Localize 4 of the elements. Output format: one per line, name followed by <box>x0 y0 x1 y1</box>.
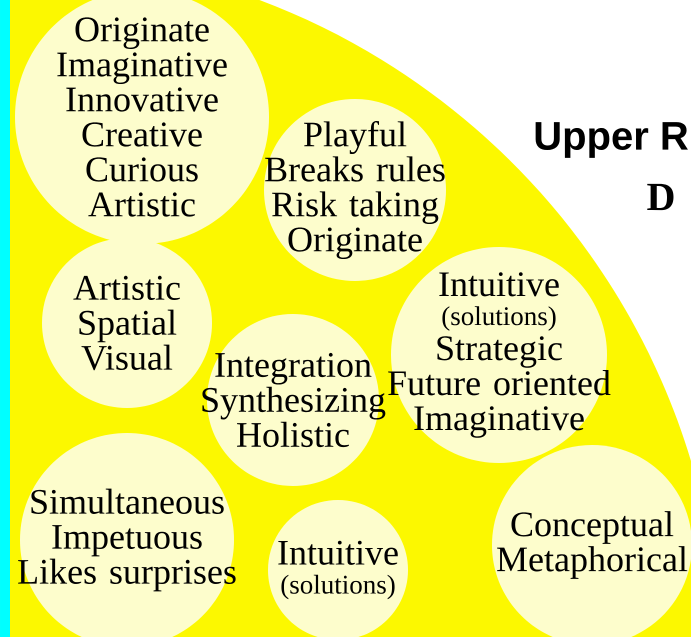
trait-bubble: Conceptual Metaphorical <box>492 445 691 637</box>
quadrant-title: Upper R <box>536 122 688 158</box>
trait-bubble: Intuitive (solutions) <box>268 500 408 637</box>
quadrant-letter: D <box>647 184 674 210</box>
